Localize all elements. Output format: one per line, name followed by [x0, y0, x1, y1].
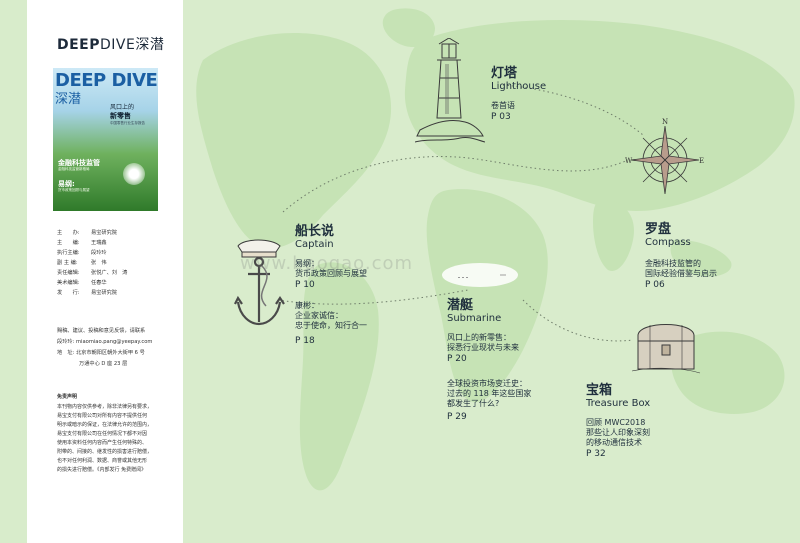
cover-headline-2: 新零售 [110, 112, 131, 120]
cover-headline-sub: 中国零售行业生存报告 [110, 121, 145, 125]
page-number: P 03 [491, 112, 511, 122]
cover-title-cn: 深潜 [55, 92, 82, 107]
svg-text:W: W [625, 157, 633, 165]
credits-list: 主 办:易宝研究院 主 编:王瑞鑫 执行主编:段玲玲 副 主 编:张 伟 责任编… [57, 230, 128, 296]
svg-text:E: E [699, 157, 704, 165]
section-submarine[interactable]: 潜艇 Submarine 风口上的新零售： 探悉行业现状与未来 P 20 全球投… [447, 298, 532, 422]
page-number: P 06 [645, 280, 665, 290]
section-lighthouse[interactable]: 灯塔 Lighthouse 卷首语 P 03 [491, 66, 547, 122]
anchor-icon [234, 239, 285, 326]
submarine-icon [442, 263, 518, 287]
magazine-cover: DEEP DIVE 深潜 风口上的 新零售 中国零售行业生存报告 金融科技监管 … [53, 68, 158, 211]
svg-text:N: N [662, 118, 668, 126]
world-map [196, 8, 795, 491]
watermark: www.baogao.com [240, 253, 414, 274]
page-number: P 10 [295, 280, 315, 290]
dandelion-image [123, 163, 145, 185]
cover-headline-3: 金融科技监管 [58, 159, 100, 167]
cover-headline-4-sub: 货币政策回顾与展望 [58, 188, 90, 192]
cover-headline-1: 风口上的 [110, 104, 135, 111]
email-link[interactable]: miaomiao.pang@yeepay.com [75, 339, 153, 345]
page-number: P 32 [586, 449, 606, 459]
brand-logo: DEEPDIVE深潜 [57, 37, 165, 53]
cover-headline-4: 易纲: [58, 180, 75, 188]
treasure-chest-icon [631, 324, 701, 374]
cover-title: DEEP DIVE [55, 70, 158, 91]
cover-headline-3-sub: 金融科技监管新格局 [58, 167, 90, 171]
lighthouse-icon [415, 38, 485, 143]
left-margin [0, 0, 27, 543]
section-compass[interactable]: 罗盘 Compass 金融科技监管的 国际经验借鉴与启示 P 06 [645, 222, 717, 290]
page-number: P 18 [295, 336, 315, 346]
section-captain[interactable]: 船长说 Captain 易纲： 货币政策回顾与展望 P 10 康彬： 企业家诚信… [295, 224, 367, 346]
compass-icon: N E W [625, 118, 704, 195]
page-number: P 29 [447, 412, 467, 422]
contact-info: 赐稿、建议、投稿和意见反馈，请联系 段玲玲: miaomiao.pang@yee… [57, 328, 153, 367]
section-treasure-box[interactable]: 宝箱 Treasure Box 回顾 MWC2018 那些让人印象深刻 的移动通… [586, 383, 651, 459]
disclaimer: 免责声明 本刊物内容仅供参考，除非法律另有要求， 易宝支付有限公司对所有内容不提… [57, 394, 153, 473]
page-number: P 20 [447, 354, 467, 364]
